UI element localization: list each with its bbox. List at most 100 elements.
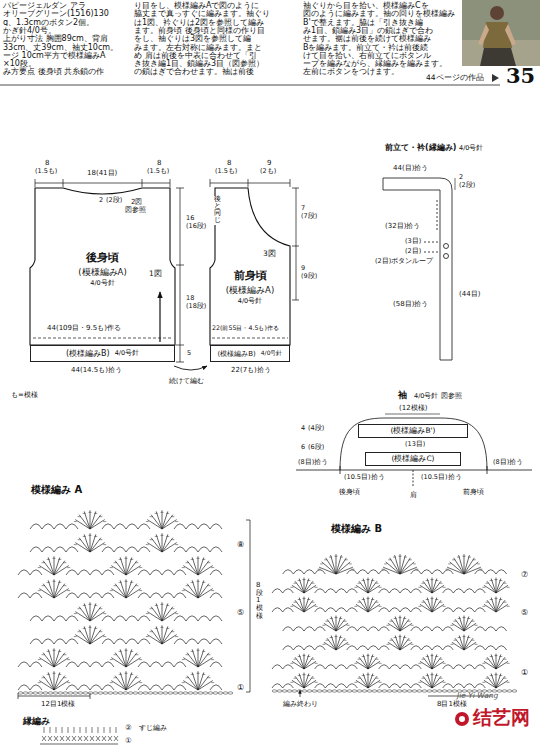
stitch-stroke — [150, 608, 153, 609]
stitch-stroke — [283, 589, 294, 593]
stitch-stroke — [47, 651, 50, 652]
stitch-stroke — [42, 562, 45, 563]
stitch-stroke — [135, 562, 138, 563]
stitch-stroke — [315, 606, 318, 607]
stitch-stroke — [464, 684, 475, 688]
stitch-stroke — [114, 547, 126, 552]
stitch-stroke — [126, 672, 132, 690]
stitch-stroke — [78, 570, 90, 575]
stitch-stroke — [150, 631, 153, 632]
stitch-stroke — [312, 690, 317, 692]
stitch-stroke — [371, 656, 374, 657]
stitch-stroke — [315, 627, 326, 631]
stitch-stroke — [496, 654, 497, 669]
dimension-label: (2目) — [404, 248, 422, 255]
front-piece: 前身頃(模様編みA)4/0号針 — [210, 188, 290, 345]
stitch-stroke — [432, 690, 437, 692]
stitch-stroke — [33, 692, 38, 694]
dimension-label: 前身頃 — [462, 488, 485, 496]
stitch-stroke — [304, 646, 315, 650]
stitch-stroke — [150, 539, 153, 540]
stitch-stroke — [130, 674, 133, 675]
stitch-stroke — [495, 579, 498, 580]
stitch-stroke — [86, 727, 87, 733]
stitch-stroke — [475, 684, 486, 688]
stitch-stroke — [459, 555, 464, 574]
stitch-stroke — [83, 536, 86, 537]
stitch-stroke — [187, 676, 198, 690]
stitch-stroke — [211, 682, 214, 683]
stitch-stroke — [340, 557, 343, 558]
stitch-stroke — [146, 544, 149, 545]
logo-mark — [455, 712, 469, 726]
stitch-stroke — [379, 606, 382, 607]
sleeve-outline — [296, 414, 532, 487]
stitch-stroke — [495, 674, 498, 675]
stitch-stroke — [372, 690, 377, 692]
stitch-stroke — [412, 690, 417, 692]
stitch-stroke — [54, 524, 66, 529]
stitch-stroke — [174, 616, 186, 621]
stitch-stroke — [367, 579, 370, 580]
stitch-stroke — [464, 589, 475, 593]
stitch-stroke — [102, 524, 114, 529]
stitch-stroke — [114, 524, 126, 529]
stitch-stroke — [399, 636, 402, 637]
stitch-stroke — [496, 585, 508, 593]
page-number: 35 — [505, 64, 536, 88]
stitch-stroke — [290, 587, 293, 588]
stitch-stroke — [108, 692, 113, 694]
stitch-stroke — [211, 590, 214, 591]
dimension-label: 44ページの作品 — [425, 74, 485, 83]
stitch-stroke — [78, 608, 81, 609]
stitch-stroke — [358, 602, 361, 603]
stitch-stroke — [336, 616, 337, 631]
stitch-stroke — [126, 557, 132, 575]
stitch-stroke — [102, 685, 114, 690]
stitch-stroke — [175, 521, 178, 522]
stitch-stroke — [191, 651, 194, 652]
stitch-stroke — [174, 570, 186, 575]
stitch-stroke — [507, 690, 512, 692]
stitch-stroke — [155, 513, 158, 514]
stitch-stroke — [78, 662, 90, 667]
stitch-stroke — [119, 674, 122, 675]
stitch-stroke — [197, 673, 200, 674]
stitch-stroke — [379, 589, 390, 593]
stitch-stroke — [130, 582, 133, 583]
stitch-stroke — [411, 627, 422, 631]
stitch-stroke — [389, 589, 400, 593]
stitch-stroke — [304, 654, 305, 669]
dimension-label: (1.5も) — [214, 168, 238, 175]
stitch-stroke — [162, 511, 168, 529]
piece-note: (模様編みB) — [218, 349, 256, 359]
dimension-label: 1図 — [148, 270, 163, 279]
stitch-stroke — [126, 579, 127, 598]
row-number: ⑧ — [236, 540, 245, 549]
stitch-stroke — [379, 627, 390, 631]
stitch-stroke — [66, 639, 78, 644]
heading: 前立て・衿(縁編み) — [384, 143, 457, 152]
stitch-stroke — [496, 604, 508, 612]
stitch-stroke — [138, 692, 143, 694]
stitch-stroke — [114, 585, 117, 586]
stitch-stroke — [115, 561, 126, 575]
stitch-stroke — [368, 654, 369, 669]
stitch-stroke — [186, 654, 189, 655]
dimension-label: (1.5も) — [34, 168, 58, 175]
stitch-stroke — [315, 589, 326, 593]
stitch-stroke — [66, 547, 78, 552]
stitch-stroke — [53, 650, 56, 651]
dimension-label: 2 — [98, 197, 104, 204]
stitch-stroke — [317, 690, 322, 692]
stitch-stroke — [210, 685, 222, 690]
stitch-stroke — [126, 580, 132, 598]
stitch-stroke — [339, 618, 342, 619]
stitch-stroke — [162, 685, 174, 690]
stitch-stroke — [62, 727, 63, 733]
stitch-stroke — [368, 661, 380, 669]
stitch-stroke — [293, 646, 304, 650]
stitch-stroke — [99, 539, 102, 540]
stitch-stroke — [78, 685, 90, 690]
stitch-stroke — [60, 736, 64, 741]
